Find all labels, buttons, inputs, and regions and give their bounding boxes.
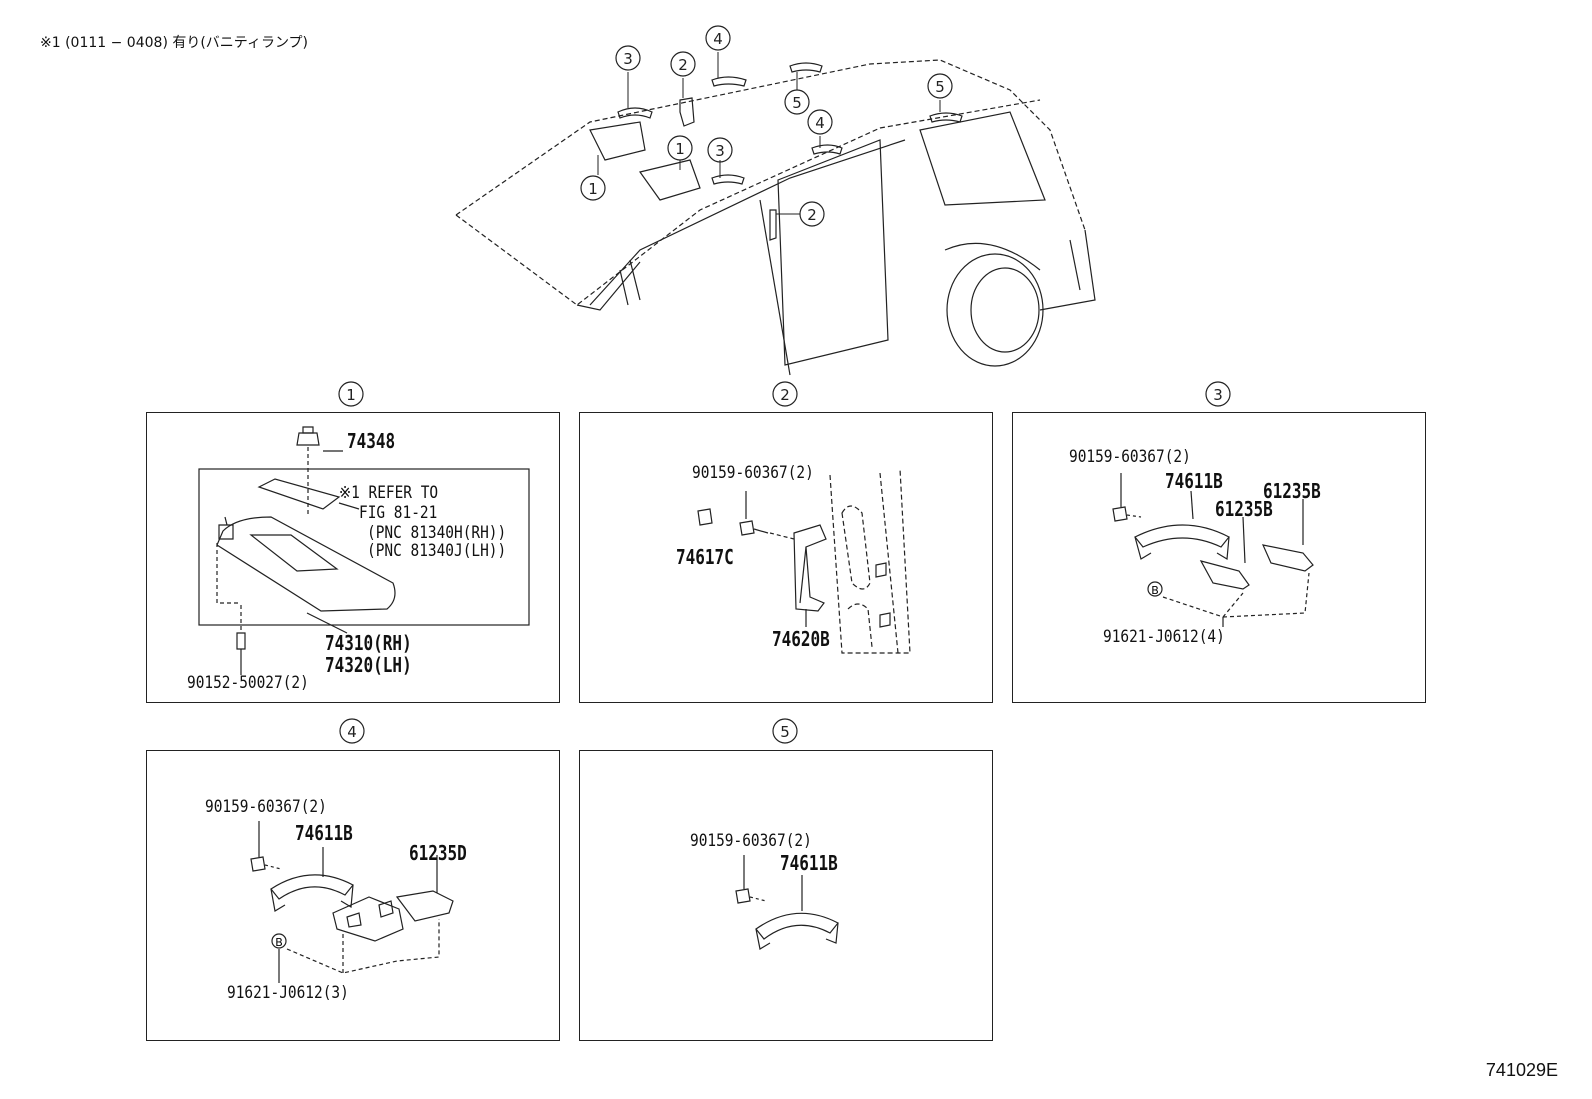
part-74611b: 74611B [295, 821, 353, 845]
panel-1-sun-visor: 74348 ※1 REFER TO FIG 81-21 (PNC 81340H(… [146, 412, 560, 703]
panel-5-assist-grip-third-row: 90159-60367(2) 74611B [579, 750, 993, 1041]
panel-2-assist-grip-pillar: 90159-60367(2) 74617C 74620B [579, 412, 993, 703]
panel-5-title: 5 [780, 723, 790, 741]
panel-1-drawing [198, 426, 530, 675]
figure-number: 741029E [1485, 1060, 1558, 1080]
part-74320-lh: 74320(LH) [325, 653, 412, 677]
panel-3-drawing: B [1112, 473, 1314, 627]
callout-3-top: 3 [623, 50, 633, 68]
refer-line-1: ※1 REFER TO [339, 483, 439, 503]
part-74348: 74348 [347, 429, 396, 453]
panel-4-drawing: B [250, 821, 454, 983]
part-74620b: 74620B [772, 627, 830, 651]
mark-b-panel-3: B [1151, 584, 1159, 597]
part-91621-j0612: 91621-J0612(3) [227, 983, 349, 1003]
part-74611b: 74611B [1165, 469, 1223, 493]
panel-4-title: 4 [347, 723, 357, 741]
part-90159-60367: 90159-60367(2) [1069, 447, 1191, 467]
mark-b-panel-4: B [275, 936, 283, 949]
part-74611b: 74611B [780, 851, 838, 875]
callout-5-rear: 5 [935, 78, 945, 96]
refer-line-3: (PNC 81340H(RH)) [367, 523, 507, 543]
callout-1-left: 1 [588, 180, 598, 198]
panel-2-title: 2 [780, 386, 790, 404]
part-74310-rh: 74310(RH) [325, 631, 412, 655]
header-note: ※1 (0111 − 0408) 有り(バニティランプ) [40, 35, 309, 51]
panel-2-drawing [697, 468, 911, 654]
callout-2-door: 2 [807, 206, 817, 224]
panel-5-drawing [735, 855, 839, 950]
panel-3-title: 3 [1213, 386, 1223, 404]
part-61235b-a: 61235B [1263, 479, 1321, 503]
part-74617c: 74617C [676, 545, 734, 569]
part-90159-60367: 90159-60367(2) [690, 831, 812, 851]
panel-1-title: 1 [346, 386, 356, 404]
part-61235d: 61235D [409, 841, 467, 865]
callout-4-top: 4 [713, 30, 723, 48]
refer-line-4: (PNC 81340J(LH)) [367, 541, 507, 561]
panel-3-assist-grip-front: B 90159-60367(2) 74611B 61235B 61235B 91… [1012, 412, 1426, 703]
part-61235b-b: 61235B [1215, 497, 1273, 521]
callout-5-top: 5 [792, 94, 802, 112]
callout-2-top: 2 [678, 56, 688, 74]
part-91621-j0612: 91621-J0612(4) [1103, 627, 1225, 647]
part-90159-60367: 90159-60367(2) [692, 463, 814, 483]
callout-4-mid: 4 [815, 114, 825, 132]
refer-line-2: FIG 81-21 [359, 503, 438, 523]
part-90159-60367: 90159-60367(2) [205, 797, 327, 817]
callout-1-right: 1 [675, 140, 685, 158]
panel-4-assist-grip-rear: B 90159-60367(2) 74611B 61235D 91621-J06… [146, 750, 560, 1041]
part-90152-50027: 90152-50027(2) [187, 673, 309, 693]
callout-3-mid: 3 [715, 142, 725, 160]
